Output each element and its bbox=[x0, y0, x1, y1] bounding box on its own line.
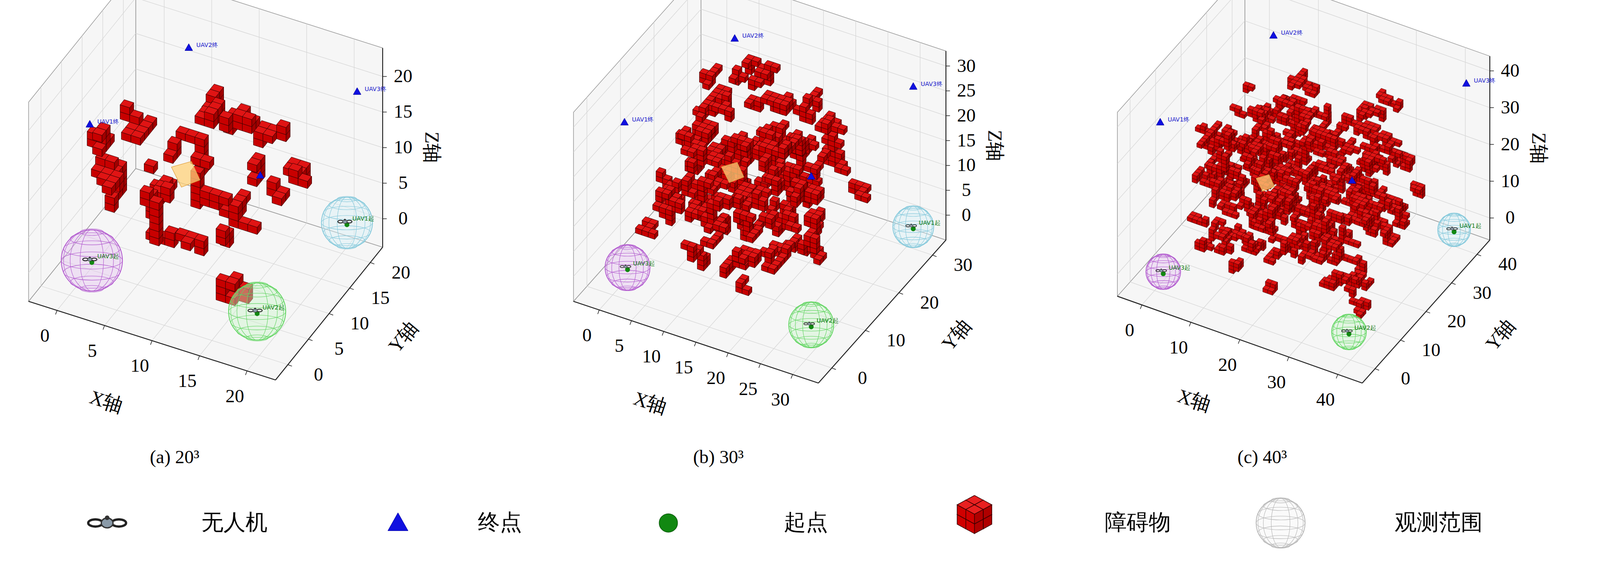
figure-page: 051015200510152005101520X轴Y轴Z轴UAV2终UAV1终… bbox=[0, 0, 1600, 572]
